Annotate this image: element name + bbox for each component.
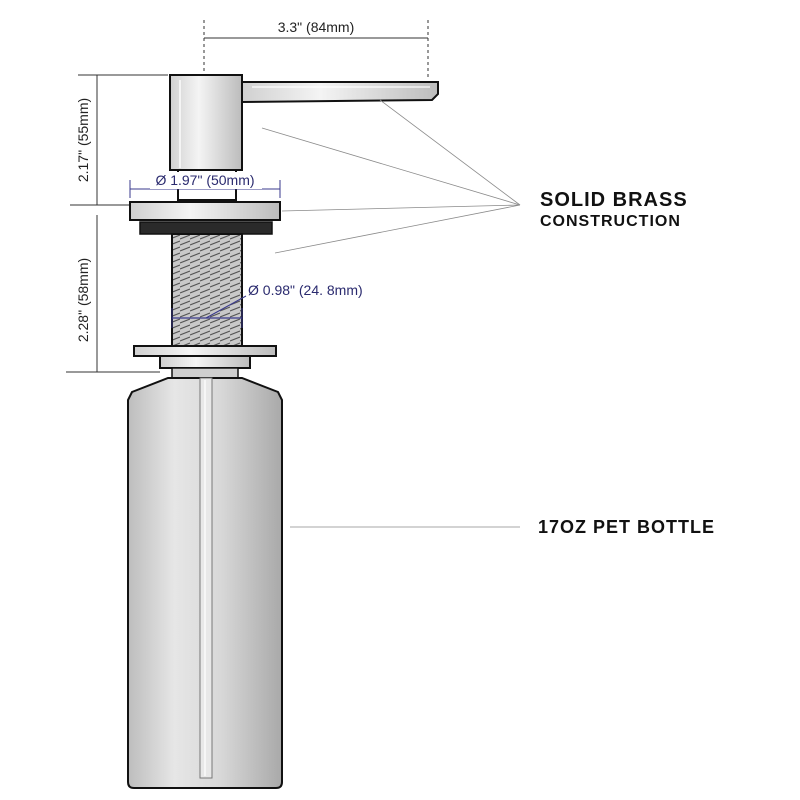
head-height-dimension: 2.17" (55mm): [70, 74, 168, 206]
spout: [241, 81, 439, 104]
threaded-shank: [171, 233, 243, 347]
bottle-callout: 17OZ PET BOTTLE: [538, 517, 715, 537]
pet-bottle: [127, 377, 283, 789]
shank-height-label: 2.28" (58mm): [75, 258, 91, 342]
flange-diameter-label: Ø 1.97" (50mm): [155, 172, 254, 188]
rubber-gasket: [139, 221, 273, 235]
shank-diameter-dimension: Ø 0.98" (24. 8mm): [171, 282, 363, 328]
material-callout-line1: SOLID BRASS: [540, 189, 688, 211]
dip-tube: [199, 377, 213, 779]
spout-length-dimension: 3.3" (84mm): [203, 19, 429, 78]
head-height-label: 2.17" (55mm): [75, 98, 91, 182]
lock-nut: [133, 345, 277, 369]
material-leader-lines: [261, 99, 521, 254]
shank-diameter-label: Ø 0.98" (24. 8mm): [248, 282, 363, 298]
spout-length-label: 3.3" (84mm): [278, 19, 355, 35]
flange-diameter-dimension: Ø 1.97" (50mm): [129, 172, 281, 198]
material-callout-line2: CONSTRUCTION: [540, 213, 681, 230]
mounting-flange: [129, 201, 281, 235]
shank-height-dimension: 2.28" (58mm): [66, 215, 160, 373]
bottle-cap: [171, 367, 239, 379]
